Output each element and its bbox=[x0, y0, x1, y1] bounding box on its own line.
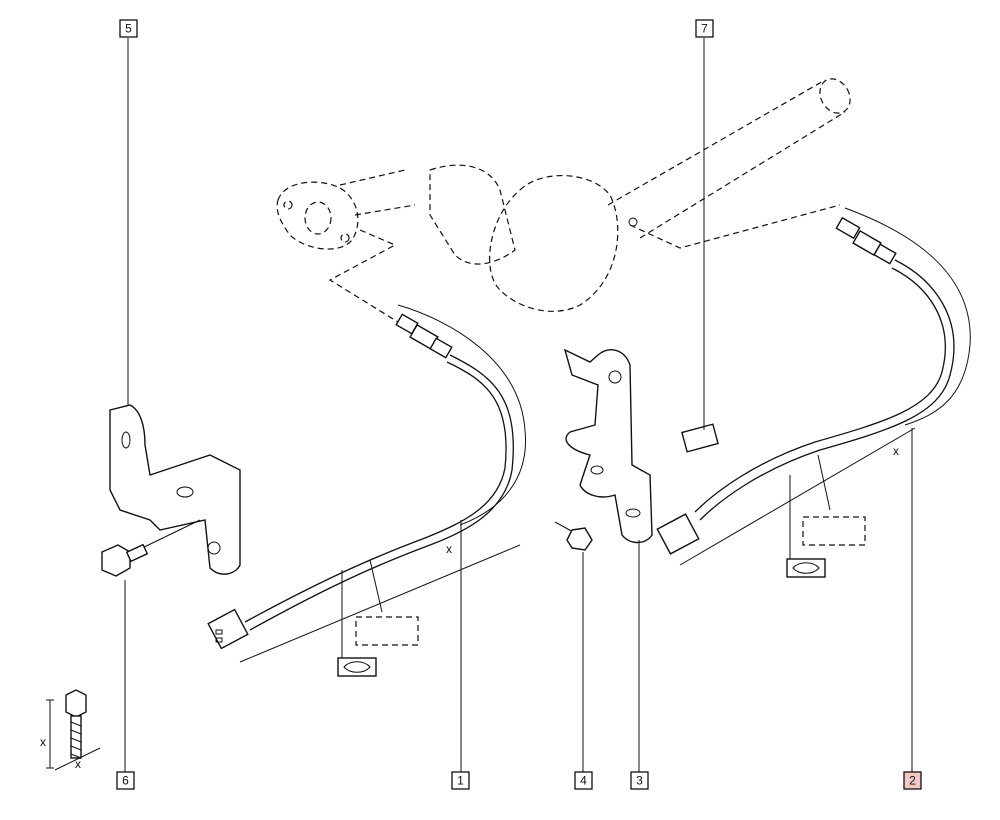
svg-text:6: 6 bbox=[122, 774, 129, 788]
bracket-left bbox=[109, 404, 241, 575]
bolt-6 bbox=[101, 519, 201, 577]
callout-5: 5 bbox=[119, 19, 138, 38]
bolt-dimension-detail: x x bbox=[40, 689, 101, 771]
bolt-length-label: x bbox=[40, 735, 46, 749]
exhaust-catalytic-converter bbox=[276, 78, 851, 323]
callout-2-highlighted: 2 bbox=[903, 771, 922, 790]
svg-text:7: 7 bbox=[701, 22, 708, 36]
svg-text:4: 4 bbox=[580, 774, 587, 788]
oxygen-sensor-2: x bbox=[656, 207, 971, 578]
seal-symbol-2 bbox=[786, 558, 826, 578]
svg-text:2: 2 bbox=[909, 774, 916, 788]
svg-text:1: 1 bbox=[457, 774, 464, 788]
leader-lines bbox=[124, 38, 913, 772]
bolt-4 bbox=[554, 521, 593, 551]
svg-text:5: 5 bbox=[125, 22, 132, 36]
seal-symbol bbox=[337, 657, 377, 677]
callout-7: 7 bbox=[695, 19, 714, 38]
connector-clip bbox=[681, 423, 719, 453]
blank-label-box bbox=[355, 616, 419, 646]
callout-1: 1 bbox=[451, 771, 470, 790]
callout-3: 3 bbox=[630, 771, 649, 790]
bolt-thread-label: x bbox=[75, 757, 81, 771]
callout-6: 6 bbox=[116, 771, 135, 790]
sensor1-length-label: x bbox=[446, 542, 452, 556]
svg-text:3: 3 bbox=[636, 774, 643, 788]
oxygen-sensor-1: x bbox=[207, 304, 527, 677]
callout-4: 4 bbox=[574, 771, 593, 790]
blank-label-box-2 bbox=[802, 516, 866, 546]
bracket-center bbox=[563, 348, 653, 544]
sensor2-length-label: x bbox=[893, 444, 899, 458]
